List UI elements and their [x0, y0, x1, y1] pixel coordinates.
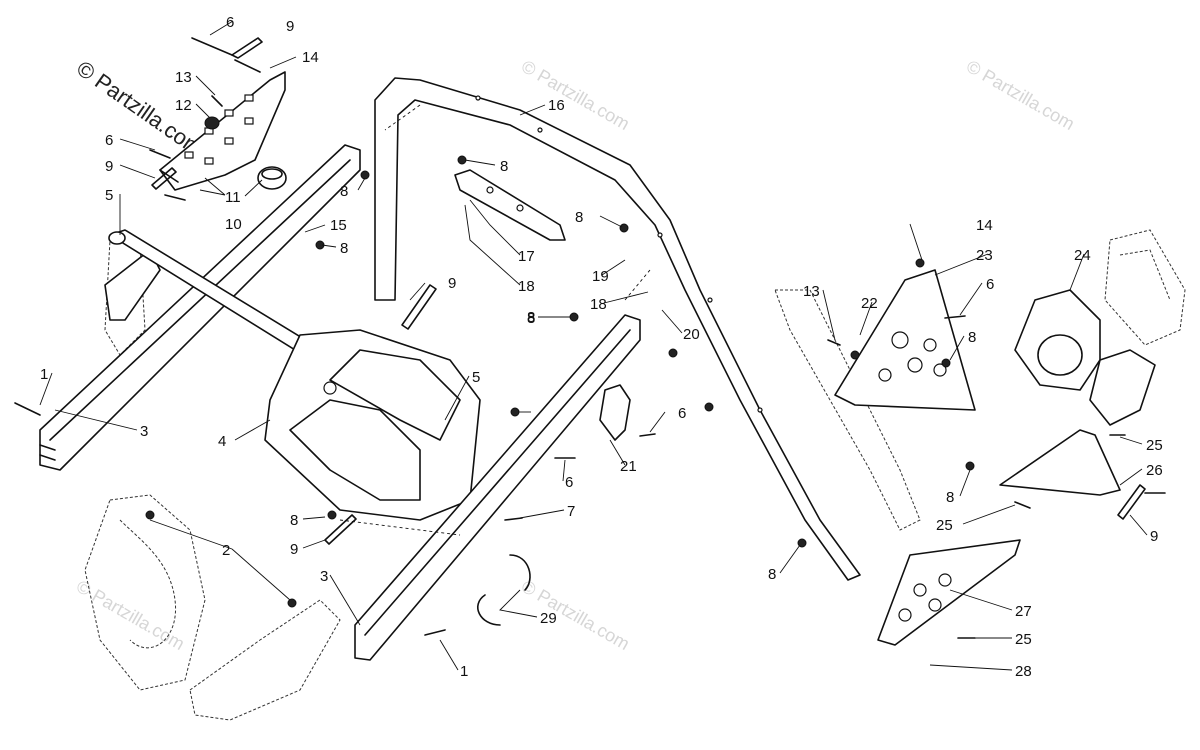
mounting-plate-14	[159, 71, 286, 191]
callout-label: 8	[340, 240, 348, 257]
plate-27	[877, 539, 1021, 646]
callout-label: 8	[340, 183, 348, 200]
callout-label: 18	[590, 296, 607, 313]
callout-label: 24	[1074, 247, 1091, 264]
callout-label: 8	[500, 158, 508, 175]
callout-label: 5	[105, 187, 113, 204]
callout-label: 9	[105, 158, 113, 175]
callout-label: 13	[175, 69, 192, 86]
callout-label: 7	[567, 503, 575, 520]
component-24	[1014, 289, 1156, 426]
callout-label: 15	[330, 217, 347, 234]
bracket-plate-23	[834, 269, 976, 411]
steering-hoop-16	[374, 77, 861, 581]
callout-label: 6	[986, 276, 994, 293]
callout-label: 23	[976, 247, 993, 264]
callout-label: 26	[1146, 462, 1163, 479]
bracket-21	[599, 384, 631, 441]
horn-11	[257, 166, 287, 190]
watermark: © Partzilla.com	[963, 56, 1078, 134]
callout-label: 8	[768, 566, 776, 583]
watermark: © Partzilla.com	[518, 576, 633, 654]
dash-panel-4	[264, 329, 481, 521]
callout-label: 5	[472, 369, 480, 386]
callout-label: 20	[683, 326, 700, 343]
callout-label: 13	[803, 283, 820, 300]
pin-9	[324, 514, 357, 545]
callout-label: 11	[225, 189, 241, 206]
callout-label: 25	[1146, 437, 1163, 454]
callout-label: 4	[218, 433, 226, 450]
callout-label: 8	[968, 329, 976, 346]
pin-9	[231, 37, 263, 59]
callout-label: 1	[40, 366, 48, 383]
callout-label: 12	[175, 97, 192, 114]
callout-label: 8	[575, 209, 583, 226]
callout-labels: 6 9 14 13 12 6 9 5 11 8 10 15 8 16 8 8 1…	[40, 14, 1163, 680]
side-rail-3	[39, 144, 361, 471]
hardware-nuts	[145, 155, 975, 608]
callout-label: 16	[548, 97, 565, 114]
callout-label: 9	[290, 541, 298, 558]
callout-label: 6	[105, 132, 113, 149]
callout-label: 17	[518, 248, 535, 265]
callout-label: 29	[540, 610, 557, 627]
spacer-12	[204, 116, 220, 130]
callout-label: 6	[226, 14, 234, 31]
alignment-lines	[339, 104, 651, 536]
callout-label: 27	[1015, 603, 1032, 620]
callout-label: 1	[460, 663, 468, 680]
callout-label: 8	[527, 309, 535, 326]
callout-label: 8	[946, 489, 954, 506]
callout-label: 6	[565, 474, 573, 491]
bracket-17	[454, 169, 566, 241]
callout-label: 9	[286, 18, 294, 35]
watermark: © Partzilla.com	[73, 576, 188, 654]
callout-label: 9	[1150, 528, 1158, 545]
callout-label: 25	[1015, 631, 1032, 648]
callout-label: 21	[620, 458, 637, 475]
callout-label: 22	[861, 295, 878, 312]
pin-9	[401, 284, 437, 330]
callout-label: 3	[140, 423, 148, 440]
hardware-bolts	[14, 315, 1166, 639]
callout-label: 28	[1015, 663, 1032, 680]
pin-9	[1117, 484, 1146, 520]
callout-label: 18	[518, 278, 535, 295]
callout-label: 19	[592, 268, 609, 285]
callout-label: 3	[320, 568, 328, 585]
callout-label: 9	[448, 275, 456, 292]
pin-9	[151, 167, 177, 190]
callout-label: 8	[527, 310, 535, 327]
leader-lines	[39, 20, 1148, 671]
side-rail-3b	[354, 314, 641, 661]
callout-label: 8	[290, 512, 298, 529]
callout-label: 14	[302, 49, 319, 66]
callout-label: 10	[225, 216, 242, 233]
bracket-26	[999, 429, 1121, 496]
callout-label: 25	[936, 517, 953, 534]
clips-29	[477, 554, 531, 626]
callout-label: 14	[976, 217, 993, 234]
callout-label: 6	[678, 405, 686, 422]
callout-label: 2	[222, 542, 230, 559]
bolts-top-left	[149, 37, 261, 201]
